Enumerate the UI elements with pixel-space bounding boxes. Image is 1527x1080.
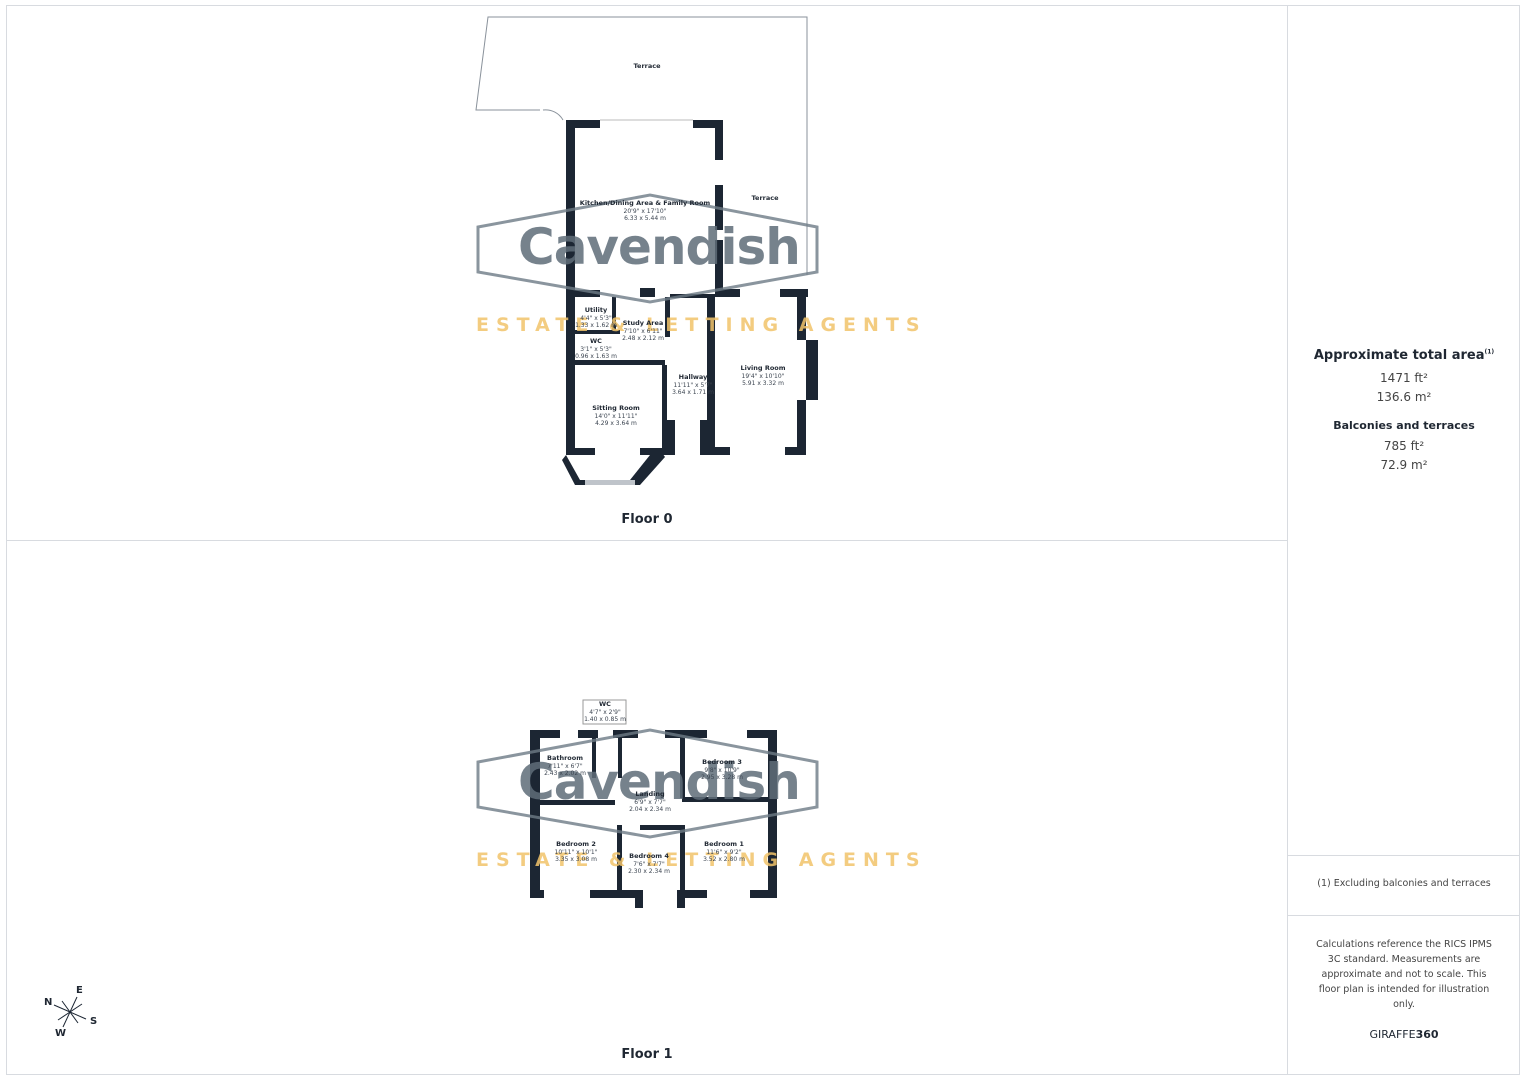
wc-box: [582, 699, 627, 725]
watermark-tagline: ESTATE & LETTING AGENTS: [476, 314, 927, 336]
terrace-outline: [475, 16, 808, 275]
compass-s: S: [90, 1016, 98, 1027]
floor-title: Floor 1: [621, 1047, 673, 1062]
compass-w: W: [55, 1028, 67, 1039]
balconies-m: 72.9 m²: [1380, 458, 1428, 472]
giraffe360-logo: GIRAFFE360: [1369, 1028, 1439, 1041]
divider: [1287, 5, 1288, 1075]
balconies-label: Balconies and terraces: [1333, 419, 1475, 432]
area-summary: Approximate total area(1) 1471 ft² 136.6…: [1288, 348, 1520, 472]
total-area-label: Approximate total area: [1313, 348, 1485, 363]
footnote-marker: (1): [1484, 348, 1495, 356]
floor-title: Floor 0: [621, 512, 673, 527]
balconies-ft: 785 ft²: [1383, 439, 1425, 453]
watermark-frame: [476, 193, 819, 839]
compass: N E S W: [40, 985, 100, 1040]
watermark-logo: Cavendish: [518, 753, 801, 811]
watermark-tagline: ESTATE & LETTING AGENTS: [476, 849, 927, 871]
divider: [6, 540, 1287, 541]
compass-n: N: [44, 997, 53, 1008]
total-area-m: 136.6 m²: [1376, 390, 1432, 404]
compass-star-icon: [53, 996, 87, 1028]
room-label: Terrace: [633, 62, 661, 70]
total-area-ft: 1471 ft²: [1380, 371, 1428, 385]
compass-e: E: [76, 985, 83, 996]
divider: [1288, 855, 1520, 856]
disclaimer: Calculations reference the RICS IPMS 3C …: [1316, 939, 1492, 1010]
divider: [1288, 915, 1520, 916]
watermark-logo: Cavendish: [518, 218, 801, 276]
room-label: Terrace: [751, 194, 779, 202]
footnote: (1) Excluding balconies and terraces: [1317, 878, 1491, 889]
